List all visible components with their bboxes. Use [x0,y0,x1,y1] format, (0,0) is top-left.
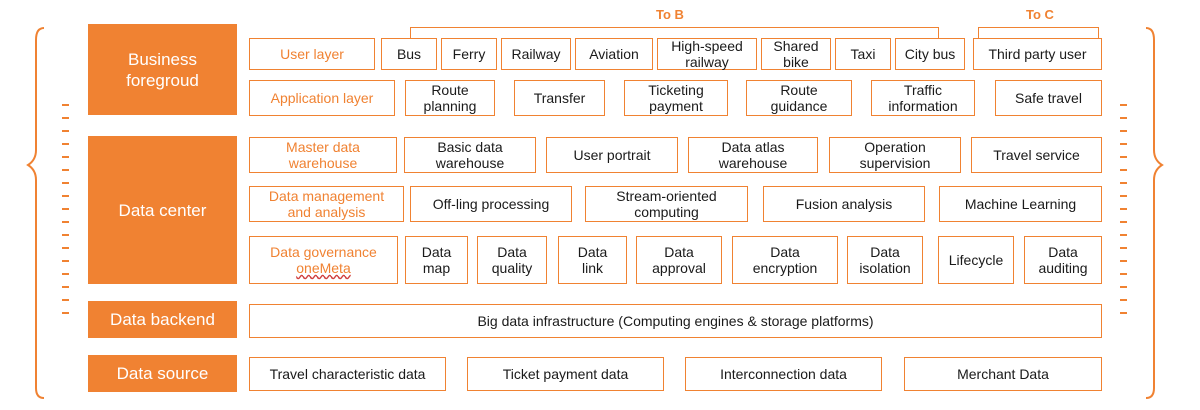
mgmt-item-fusion-analysis: Fusion analysis [763,186,925,222]
source-item-merchant-data: Merchant Data [904,357,1102,391]
big-data-infrastructure: Big data infrastructure (Computing engin… [249,304,1102,338]
app-item-traffic-information: Traffic information [871,80,975,116]
to-b-bracket [410,27,939,39]
to-c-bracket [978,27,1099,39]
gov-item-data-quality: Data quality [477,236,547,284]
gov-item-data-encryption: Data encryption [732,236,838,284]
source-item-travel-characteristic-data: Travel characteristic data [249,357,446,391]
to-c-label: To C [1026,7,1054,22]
data-center-label: Data center [88,136,237,284]
application-layer-label: Application layer [249,80,395,116]
user-item-railway: Railway [501,38,571,70]
left-dash-column [62,104,70,326]
app-item-route-planning: Route planning [405,80,495,116]
data-governance-label: Data governance oneMeta [249,236,398,284]
user-item-bus: Bus [381,38,437,70]
user-item-taxi: Taxi [835,38,891,70]
user-item-shared-bike: Shared bike [761,38,831,70]
business-foreground-label: Business foregroud [88,24,237,115]
app-item-transfer: Transfer [514,80,605,116]
mgmt-item-stream-oriented-computing: Stream-oriented computing [585,186,748,222]
user-item-high-speed-railway: High-speed railway [657,38,757,70]
master-item-operation-supervision: Operation supervision [829,137,961,173]
user-item-aviation: Aviation [575,38,653,70]
app-item-ticketing-payment: Ticketing payment [624,80,728,116]
user-item-city-bus: City bus [895,38,965,70]
master-item-travel-service: Travel service [971,137,1102,173]
app-item-route-guidance: Route guidance [746,80,852,116]
to-b-label: To B [656,7,684,22]
gov-item-data-isolation: Data isolation [847,236,923,284]
mgmt-item-off-line-processing: Off-ling processing [410,186,572,222]
gov-item-data-map: Data map [405,236,468,284]
master-item-basic-data-warehouse: Basic data warehouse [404,137,536,173]
master-item-user-portrait: User portrait [546,137,678,173]
mgmt-item-machine-learning: Machine Learning [939,186,1102,222]
user-layer-label: User layer [249,38,375,70]
gov-item-lifecycle: Lifecycle [938,236,1014,284]
gov-item-data-auditing: Data auditing [1024,236,1102,284]
right-dash-column [1120,104,1128,326]
data-source-label: Data source [88,355,237,392]
user-item-third-party-user: Third party user [973,38,1102,70]
app-item-safe-travel: Safe travel [995,80,1102,116]
source-item-ticket-payment-data: Ticket payment data [467,357,664,391]
gov-item-data-approval: Data approval [636,236,722,284]
data-management-label: Data management and analysis [249,186,404,222]
master-data-label: Master data warehouse [249,137,397,173]
data-backend-label: Data backend [88,301,237,338]
user-item-ferry: Ferry [441,38,497,70]
master-item-data-atlas-warehouse: Data atlas warehouse [688,137,818,173]
source-item-interconnection-data: Interconnection data [685,357,882,391]
gov-item-data-link: Data link [558,236,627,284]
